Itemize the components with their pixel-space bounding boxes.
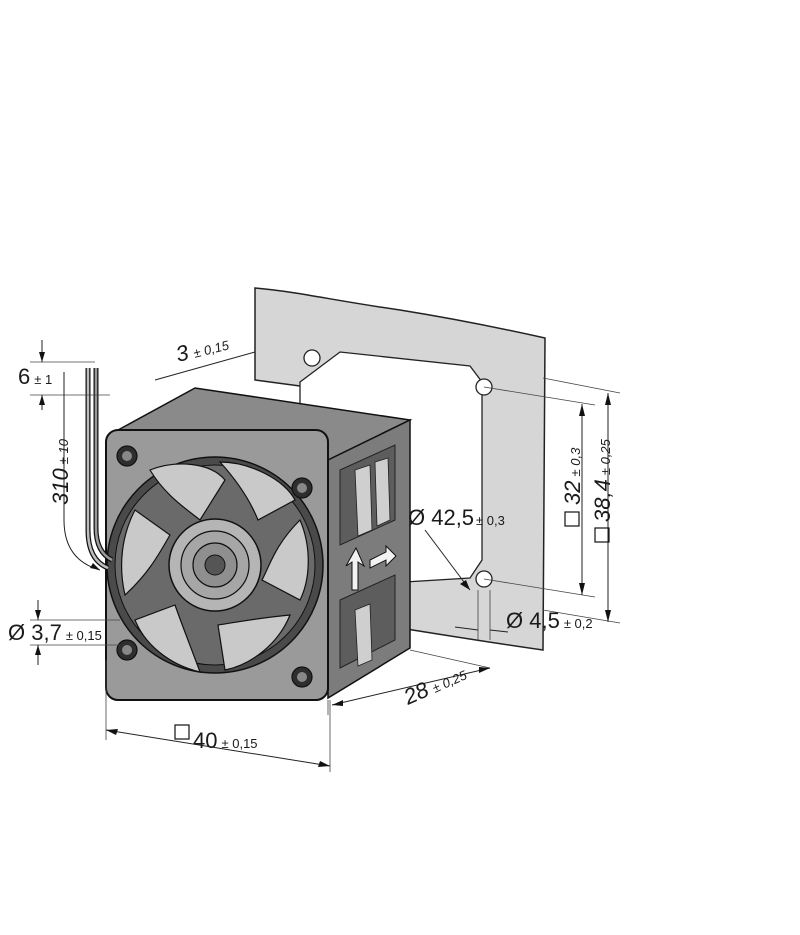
dim-cable-offset: 6± 1 [18, 364, 52, 389]
airflow-arrow-icon [345, 546, 366, 591]
dim-hole-pitch: 32± 0,3 [560, 447, 585, 505]
dim-fan-hole: Ø 3,7± 0,15 [8, 620, 102, 645]
dim-mount-hole: Ø 4,5± 0,2 [506, 608, 593, 633]
fan-body [105, 387, 413, 701]
dim-panel-square: 38,4± 0,25 [590, 438, 615, 522]
square-symbol-icon [564, 511, 580, 527]
dim-cable-length: 310± 10 [48, 438, 73, 505]
square-symbol-icon [174, 724, 190, 740]
fan-cable [85, 368, 114, 571]
dim-fan-depth: 28± 0,25 [399, 660, 471, 710]
square-symbol-icon [594, 527, 610, 543]
dim-fan-square: 40± 0,15 [193, 728, 258, 753]
fan-blades [121, 461, 309, 673]
dim-cutout-diameter: Ø 42,5± 0,3 [408, 505, 505, 530]
rotation-arrow-icon [369, 544, 397, 569]
panel-hole-top-left [303, 349, 321, 367]
dimension-lines [30, 340, 621, 772]
